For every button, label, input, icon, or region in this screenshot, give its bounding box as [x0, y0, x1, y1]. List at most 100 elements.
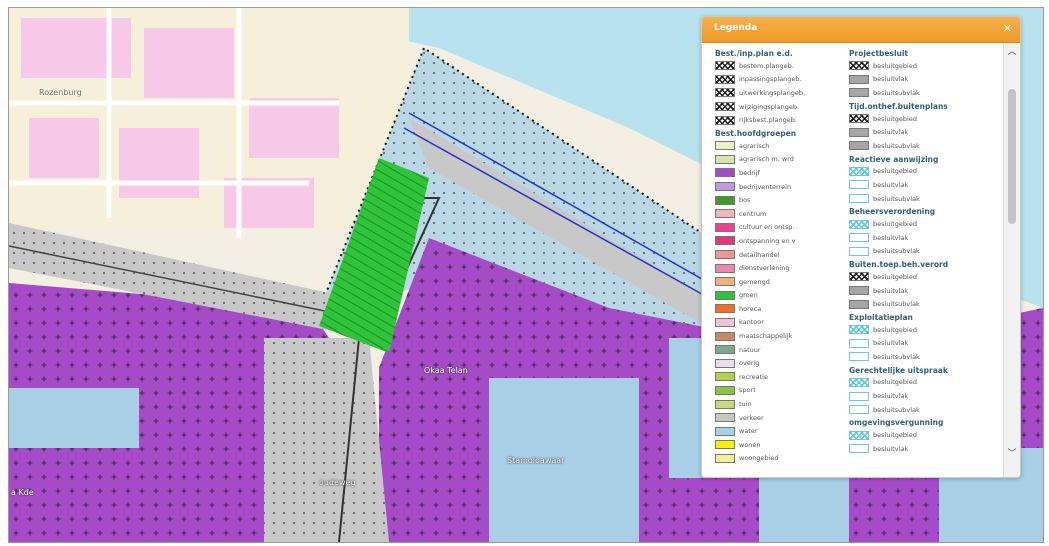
legend-item-label: bos — [739, 196, 751, 205]
legend-item-label: besluitvlak — [873, 392, 909, 401]
legend-item-label: besluitvlak — [873, 75, 909, 84]
legend-item-label: rijksbest.plangeb. — [739, 116, 797, 125]
legend-item-label: besluitgebied — [873, 378, 917, 387]
legend-swatch — [715, 399, 735, 409]
legend-item-label: recreatie — [739, 372, 768, 381]
legend-item-label: besluitgebied — [873, 220, 917, 229]
legend-swatch — [715, 88, 735, 98]
legend-item: besluitgebied — [849, 428, 999, 442]
legend-swatch — [715, 102, 735, 112]
legend-swatch — [715, 250, 735, 260]
legend-scrollbar[interactable]: ︿ ﹀ — [1003, 43, 1020, 477]
legend-swatch — [849, 272, 869, 282]
legend-item-label: natuur — [739, 345, 761, 354]
legend-item-label: besluitvlak — [873, 286, 909, 295]
scrollbar-thumb[interactable] — [1008, 89, 1016, 224]
legend-item-label: besluitsubvlak — [873, 194, 920, 203]
legend-swatch — [849, 127, 869, 137]
legend-item-label: horeca — [739, 304, 762, 313]
legend-item-label: agrarisch m. wrd — [739, 155, 794, 164]
legend-swatch — [849, 219, 869, 229]
legend-swatch — [849, 405, 869, 415]
legend-item: recreatie — [715, 370, 843, 384]
legend-swatch — [715, 290, 735, 300]
legend-swatch — [849, 141, 869, 151]
legend-item: besluitvlak — [849, 178, 999, 192]
legend-item-label: besluitvlak — [873, 128, 909, 137]
residential-area — [9, 8, 409, 238]
street-label-lower: Stamoloawaar — [507, 456, 565, 465]
legend-item: besluitgebied — [849, 323, 999, 337]
legend-item: bedrijventerrein — [715, 180, 843, 194]
legend-item-label: besluitvlak — [873, 339, 909, 348]
legend-item: inpassingsplangeb. — [715, 73, 843, 87]
legend-swatch — [715, 115, 735, 125]
legend-panel: Legenda ✕ Best./inp.plan e.d.bestem.plan… — [701, 16, 1021, 478]
legend-swatch — [715, 277, 735, 287]
legend-item: cultuur en ontsp. — [715, 221, 843, 235]
legend-item-label: detailhandel — [739, 250, 780, 259]
legend-item: besluitsubvlak — [849, 86, 999, 100]
legend-item: water — [715, 424, 843, 438]
legend-swatch — [715, 345, 735, 355]
legend-item-label: water — [739, 427, 758, 436]
legend-item: ontspanning en v — [715, 234, 843, 248]
legend-swatch — [715, 440, 735, 450]
legend-item-label: uitwerkingsplangeb. — [739, 88, 806, 97]
legend-item-label: besluitgebied — [873, 114, 917, 123]
legend-swatch — [849, 194, 869, 204]
legend-swatch — [715, 74, 735, 84]
legend-item: besluitsubvlak — [849, 297, 999, 311]
street-label-center: Okaa Telan — [424, 366, 468, 375]
legend-swatch — [715, 385, 735, 395]
legend-swatch — [849, 338, 869, 348]
legend-item: besluitgebied — [849, 59, 999, 73]
legend-item: besluitgebied — [849, 376, 999, 390]
legend-item: detailhandel — [715, 248, 843, 262]
legend-item: gemengd — [715, 275, 843, 289]
legend-swatch — [849, 114, 869, 124]
legend-item: uitwerkingsplangeb. — [715, 86, 843, 100]
legend-item-label: besluitgebied — [873, 272, 917, 281]
legend-item: overig — [715, 356, 843, 370]
legend-body: Best./inp.plan e.d.bestem.plangeb.inpass… — [702, 43, 1004, 477]
legend-swatch — [715, 222, 735, 232]
legend-swatch — [715, 317, 735, 327]
legend-item-label: bedrijf — [739, 168, 760, 177]
legend-header[interactable]: Legenda ✕ — [702, 17, 1020, 43]
legend-swatch — [849, 286, 869, 296]
legend-item-label: wonen — [739, 440, 761, 449]
legend-swatch — [715, 182, 735, 192]
legend-item: maatschappelijk — [715, 329, 843, 343]
boundary-line — [403, 112, 710, 299]
legend-item: natuur — [715, 343, 843, 357]
legend-item: besluitvlak — [849, 231, 999, 245]
legend-item-label: bedrijventerrein — [739, 182, 792, 191]
close-icon[interactable]: ✕ — [1002, 22, 1012, 35]
legend-item: besluitsubvlak — [849, 403, 999, 417]
legend-item-label: groen — [739, 291, 758, 300]
legend-item-label: besluitsubvlak — [873, 352, 920, 361]
legend-item: centrum — [715, 207, 843, 221]
legend-swatch — [849, 299, 869, 309]
legend-swatch — [715, 168, 735, 178]
legend-item: groen — [715, 289, 843, 303]
legend-item: tuin — [715, 397, 843, 411]
legend-section-title: Gerechtelijke uitspraak — [849, 365, 948, 375]
legend-swatch — [715, 236, 735, 246]
legend-item: besluitvlak — [849, 284, 999, 298]
legend-section-title: Beheersverordening — [849, 207, 936, 217]
legend-item-label: verkeer — [739, 413, 764, 422]
chevron-up-icon[interactable]: ︿ — [1007, 47, 1017, 57]
legend-swatch — [849, 391, 869, 401]
legend-item-label: woongebied — [739, 454, 779, 463]
chevron-down-icon[interactable]: ﹀ — [1007, 449, 1017, 459]
legend-item: verkeer — [715, 411, 843, 425]
place-label-rozenburg: Rozenburg — [39, 88, 82, 97]
legend-item-label: besluitgebied — [873, 167, 917, 176]
legend-section-title: Buiten.toep.beh.verord — [849, 260, 949, 270]
legend-swatch — [849, 166, 869, 176]
legend-item-label: inpassingsplangeb. — [739, 75, 802, 84]
legend-swatch — [715, 304, 735, 314]
